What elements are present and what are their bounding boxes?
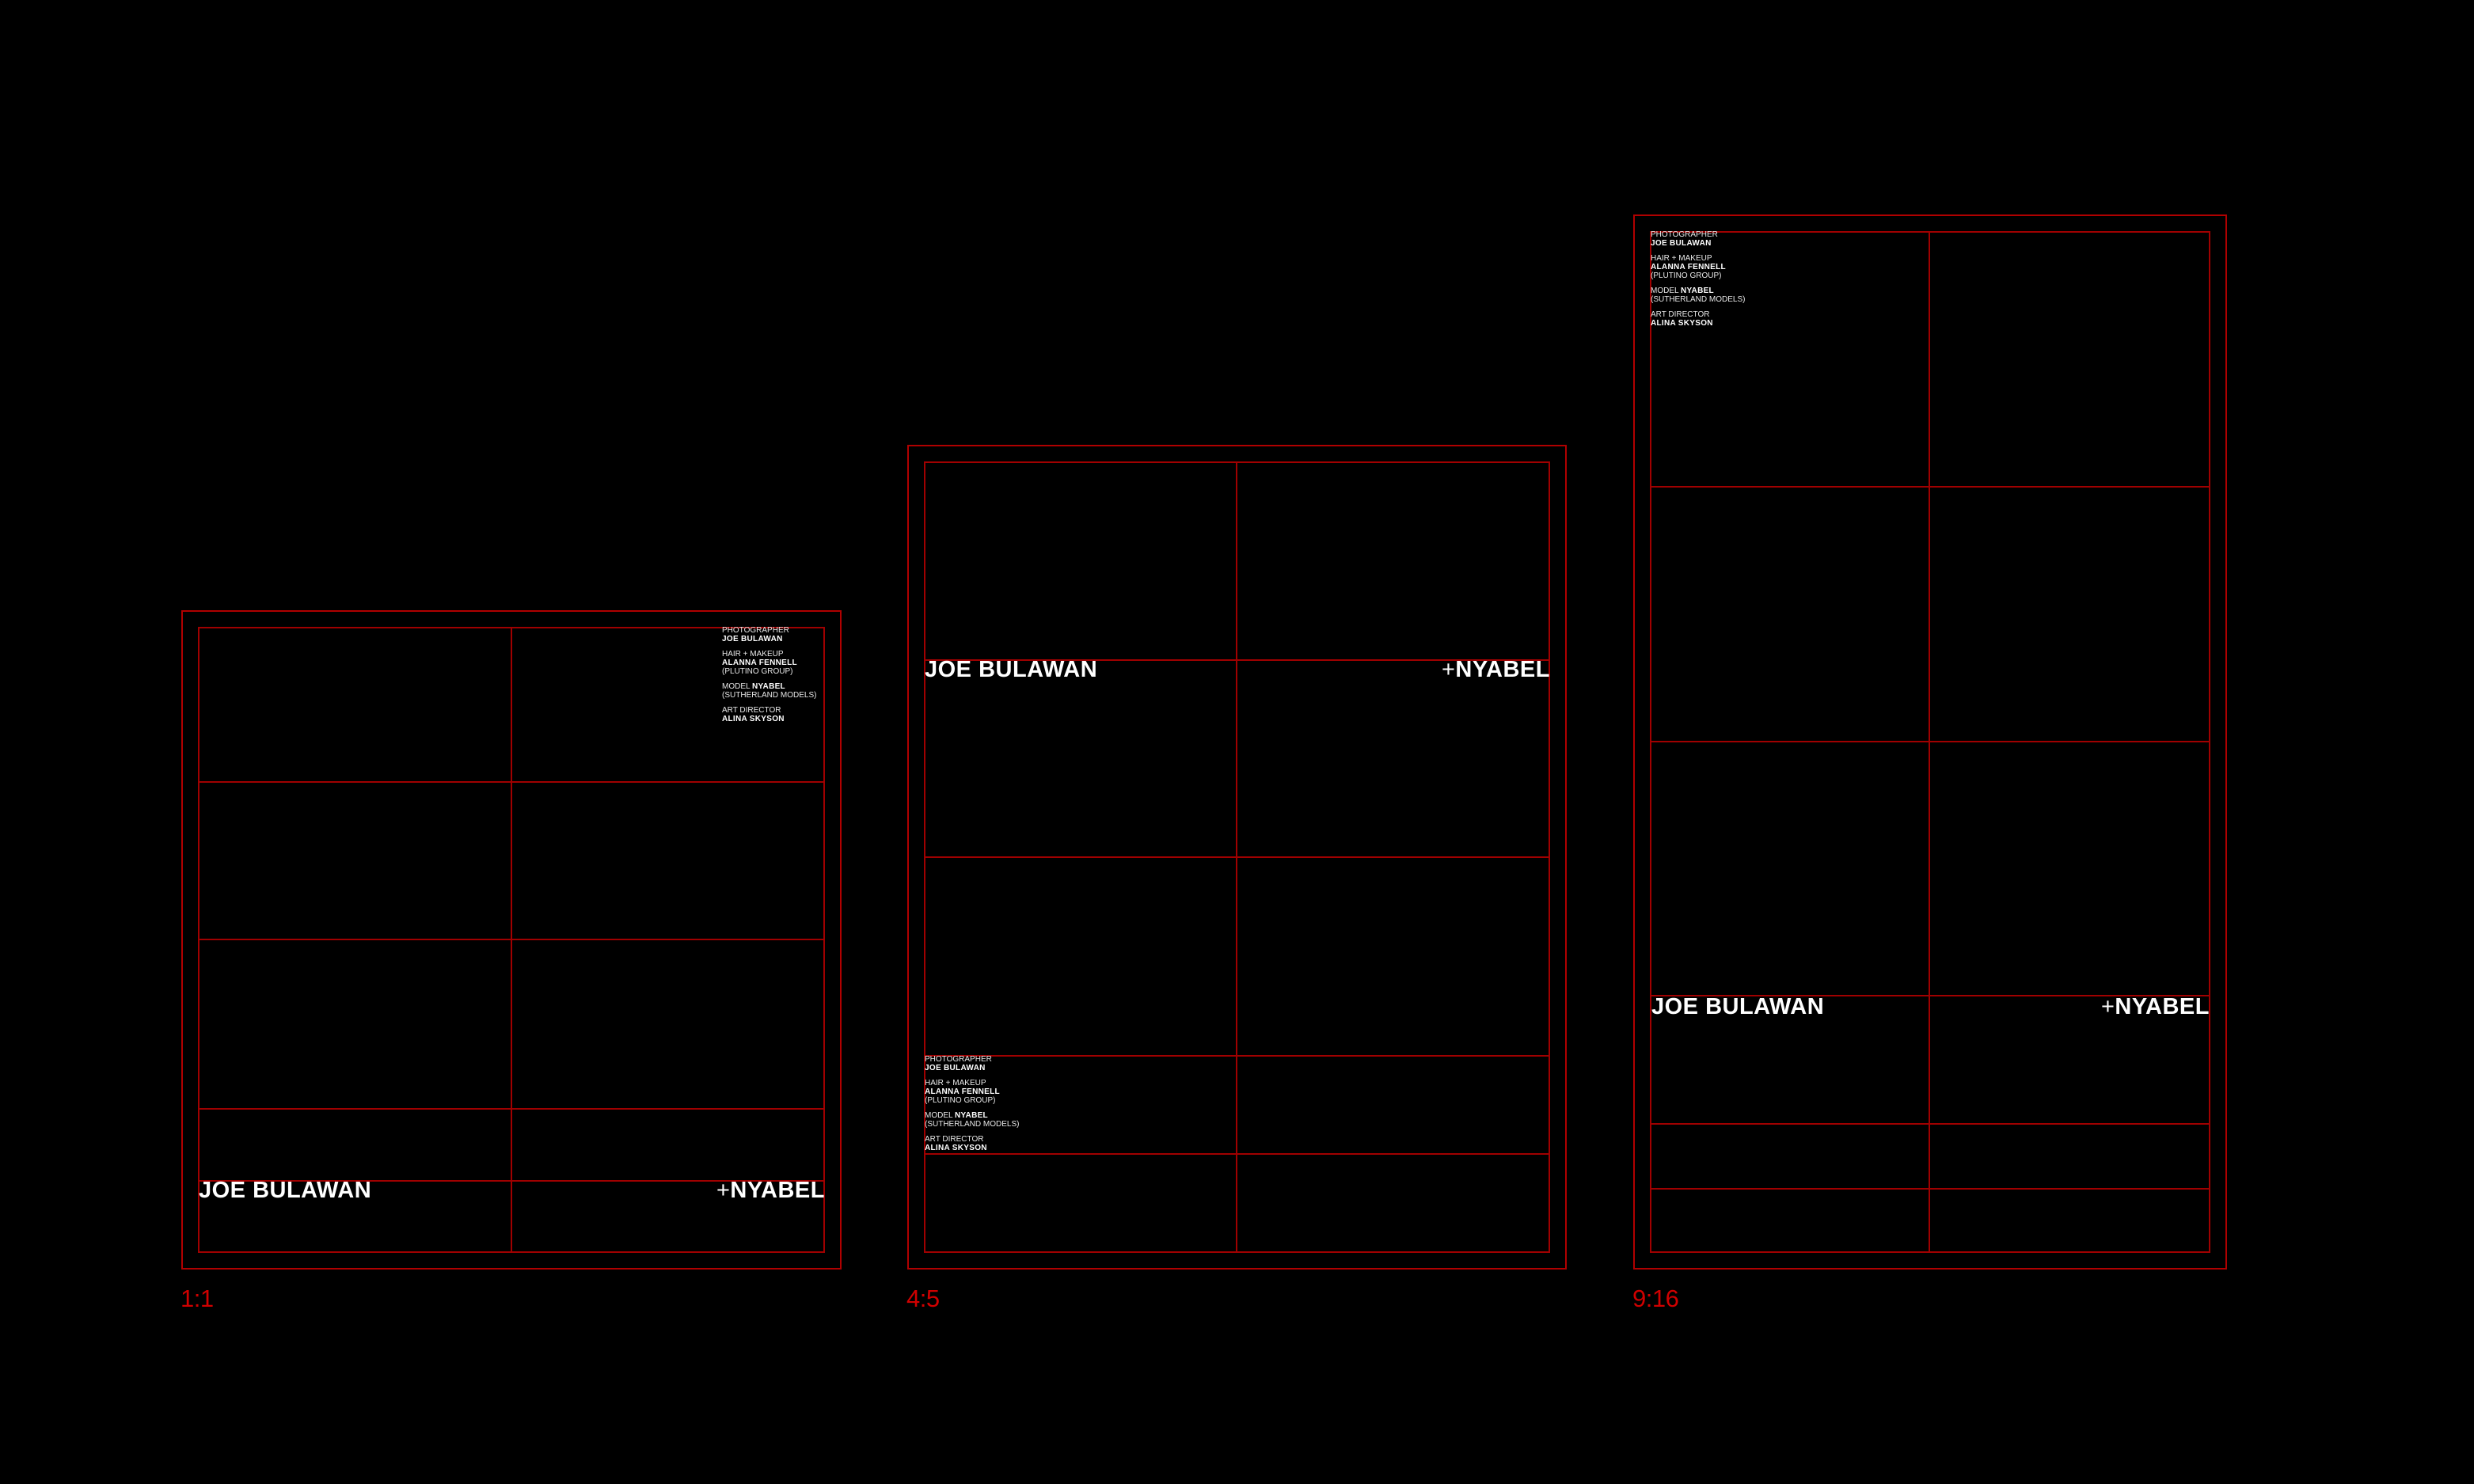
grid-row-line bbox=[1650, 1188, 2210, 1190]
credits-block: PHOTOGRAPHER JOE BULAWAN HAIR + MAKEUP A… bbox=[722, 626, 816, 730]
ratio-label: 9:16 bbox=[1632, 1285, 1679, 1312]
grid-row-line bbox=[1650, 486, 2210, 488]
credit-agency: (PLUTINO GROUP) bbox=[925, 1096, 996, 1105]
grid-row-line bbox=[1650, 995, 2210, 996]
outer-frame-4x5 bbox=[907, 445, 1567, 1270]
ratio-label: 1:1 bbox=[181, 1285, 214, 1312]
credit-role: HAIR + MAKEUP bbox=[1651, 254, 1712, 263]
credit-role: PHOTOGRAPHER bbox=[1651, 230, 1718, 239]
credit-name: ALANNA FENNELL bbox=[722, 659, 797, 667]
credit-agency: (PLUTINO GROUP) bbox=[722, 667, 793, 676]
credit-agency: (SUTHERLAND MODELS) bbox=[722, 691, 817, 700]
title-name-right: +NYABEL bbox=[2101, 996, 2210, 1019]
credit-agency: (SUTHERLAND MODELS) bbox=[925, 1120, 1020, 1129]
plus-glyph: + bbox=[2100, 994, 2115, 1019]
credit-role: ART DIRECTOR bbox=[722, 706, 781, 715]
credit-role: MODEL bbox=[925, 1111, 955, 1120]
plus-glyph: + bbox=[716, 1178, 731, 1203]
grid-row-line bbox=[924, 856, 1550, 858]
credit-name: JOE BULAWAN bbox=[1651, 239, 1712, 248]
credit-role: ART DIRECTOR bbox=[925, 1135, 984, 1144]
title-name-left: JOE BULAWAN bbox=[199, 1178, 372, 1203]
title-name-right: +NYABEL bbox=[1442, 659, 1550, 681]
credit-name: JOE BULAWAN bbox=[925, 1064, 986, 1072]
title-name-left: JOE BULAWAN bbox=[925, 657, 1098, 682]
ratio-label: 4:5 bbox=[906, 1285, 940, 1312]
credit-agency: (SUTHERLAND MODELS) bbox=[1651, 295, 1746, 304]
grid-row-line bbox=[198, 1108, 825, 1110]
plus-glyph: + bbox=[1441, 657, 1456, 682]
grid-row-line bbox=[198, 781, 825, 783]
title-name-right-text: NYABEL bbox=[730, 1178, 825, 1203]
credit-role: HAIR + MAKEUP bbox=[925, 1079, 986, 1087]
credit-name: ALINA SKYSON bbox=[925, 1144, 987, 1152]
credit-name: ALINA SKYSON bbox=[1651, 319, 1713, 328]
credit-role: PHOTOGRAPHER bbox=[722, 626, 789, 635]
grid-row-line bbox=[924, 659, 1550, 661]
credit-name: JOE BULAWAN bbox=[722, 635, 783, 643]
grid-row-line bbox=[924, 1153, 1550, 1155]
credit-name: NYABEL bbox=[751, 682, 785, 691]
outer-frame-1x1 bbox=[181, 610, 842, 1270]
outer-frame-9x16 bbox=[1633, 214, 2227, 1270]
credits-block: PHOTOGRAPHER JOE BULAWAN HAIR + MAKEUP A… bbox=[925, 1055, 1019, 1159]
credit-name: NYABEL bbox=[1680, 287, 1714, 295]
grid-row-line bbox=[1650, 741, 2210, 742]
title-name-right-text: NYABEL bbox=[1455, 657, 1550, 682]
title-name-right-text: NYABEL bbox=[2115, 994, 2210, 1019]
credit-role: MODEL bbox=[1651, 287, 1681, 295]
credit-role: PHOTOGRAPHER bbox=[925, 1055, 992, 1064]
title-name-right: +NYABEL bbox=[716, 1179, 825, 1202]
credit-name: ALANNA FENNELL bbox=[1651, 263, 1726, 271]
grid-row-line bbox=[924, 1055, 1550, 1057]
credit-role: HAIR + MAKEUP bbox=[722, 650, 784, 659]
grid-row-line bbox=[198, 939, 825, 940]
credit-role: ART DIRECTOR bbox=[1651, 310, 1710, 319]
title-name-left: JOE BULAWAN bbox=[1651, 994, 1825, 1019]
credit-agency: (PLUTINO GROUP) bbox=[1651, 271, 1722, 280]
credits-block: PHOTOGRAPHER JOE BULAWAN HAIR + MAKEUP A… bbox=[1651, 230, 1745, 334]
grid-row-line bbox=[1650, 1123, 2210, 1125]
credit-role: MODEL bbox=[722, 682, 752, 691]
credit-name: ALINA SKYSON bbox=[722, 715, 785, 723]
credit-name: ALANNA FENNELL bbox=[925, 1087, 1000, 1096]
credit-name: NYABEL bbox=[954, 1111, 988, 1120]
grid-row-line bbox=[198, 1180, 825, 1182]
